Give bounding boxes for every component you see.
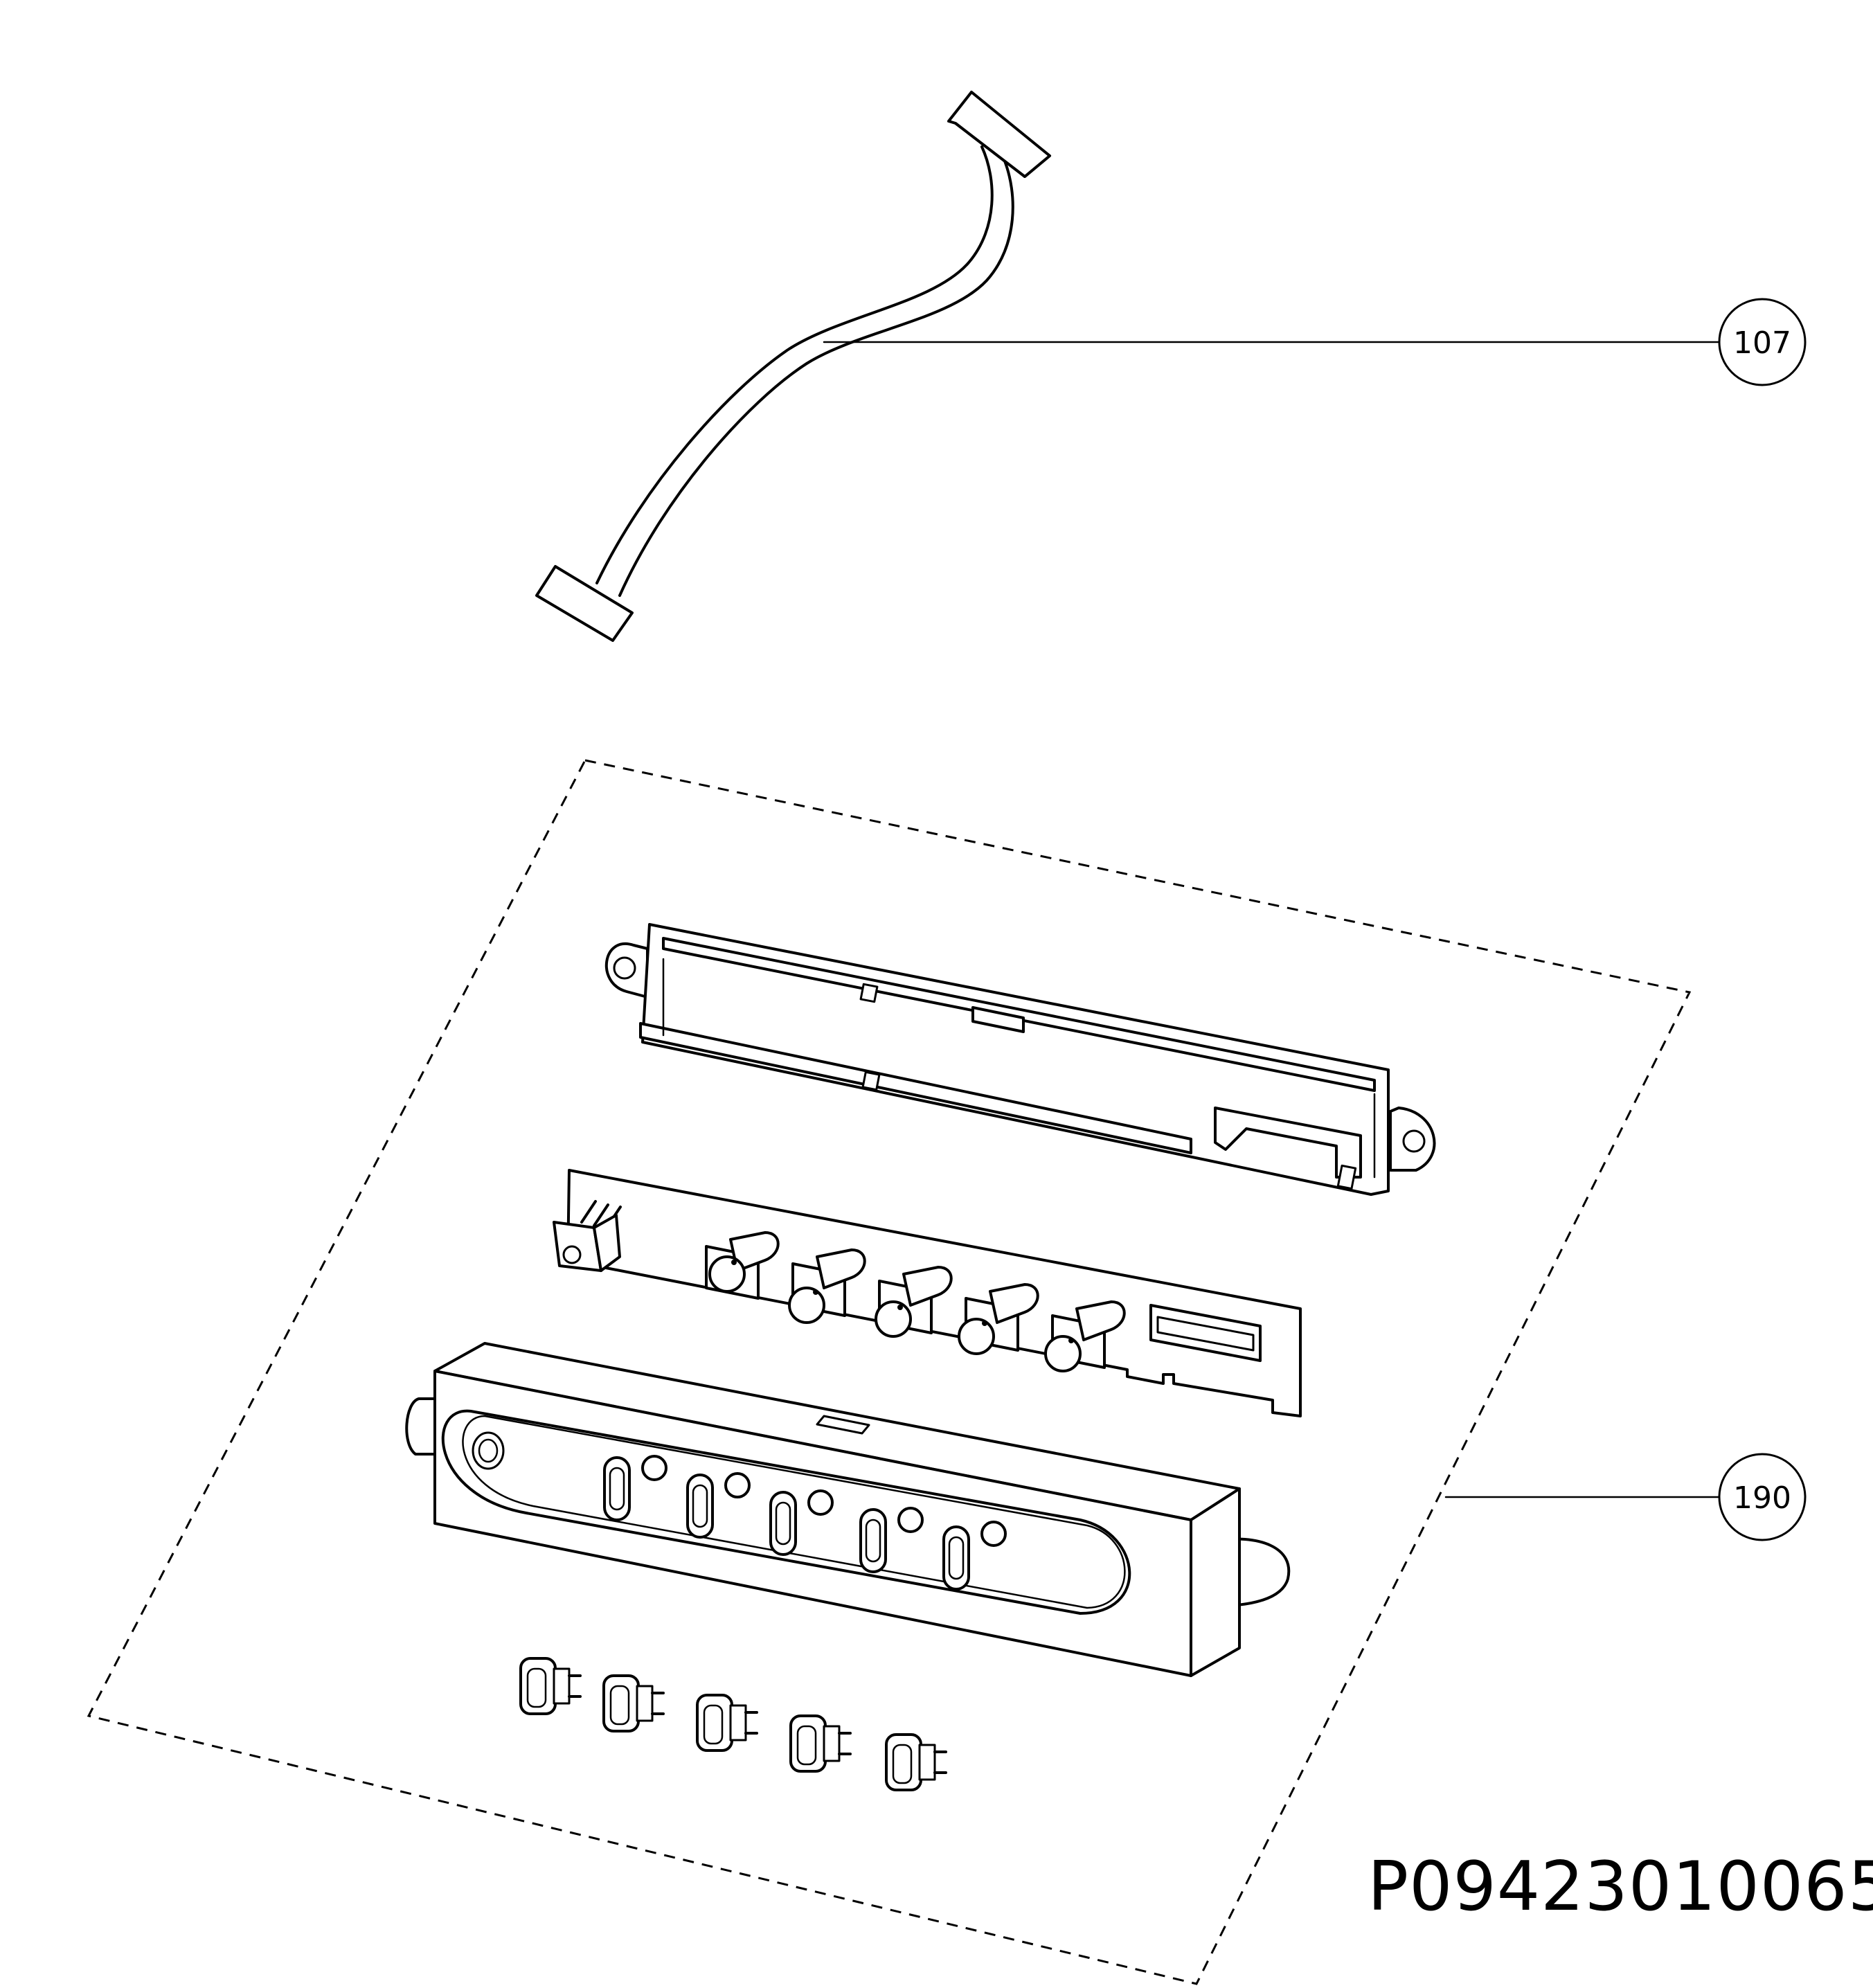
tact-switch-3 (875, 1266, 953, 1338)
cable-connector-bottom (535, 565, 634, 642)
assembly-boundary-dashed (87, 759, 1692, 1985)
wire-harness-cable (535, 91, 1051, 642)
ir-receiver (553, 1200, 622, 1272)
push-button-3 (696, 1694, 758, 1752)
keypad-bracket-frame (604, 923, 1436, 1196)
part-number-label: P09423010065 (1368, 1847, 1873, 1926)
button-slot-1 (603, 1455, 667, 1521)
keypad-front-housing (405, 1342, 1291, 1677)
push-button-4 (789, 1714, 852, 1773)
tact-switch-1 (705, 1231, 780, 1300)
callout-190: 190 (1444, 1453, 1807, 1541)
cable-connector-top (947, 91, 1051, 178)
callout-190-label: 190 (1733, 1480, 1791, 1516)
tact-switch-2 (788, 1248, 866, 1324)
tact-switch-5 (1044, 1300, 1126, 1372)
push-button-2 (602, 1674, 665, 1732)
push-button-1 (519, 1657, 582, 1715)
pcb-connector (1149, 1304, 1262, 1362)
button-slot-3 (769, 1489, 834, 1556)
callout-107: 107 (823, 298, 1807, 386)
button-slot-2 (686, 1472, 751, 1539)
push-button-5 (885, 1733, 947, 1791)
button-slot-5 (942, 1521, 1007, 1591)
button-slot-4 (859, 1507, 924, 1573)
tact-switch-4 (958, 1283, 1039, 1355)
callout-107-label: 107 (1733, 325, 1791, 361)
keypad-pcb (553, 1169, 1302, 1417)
